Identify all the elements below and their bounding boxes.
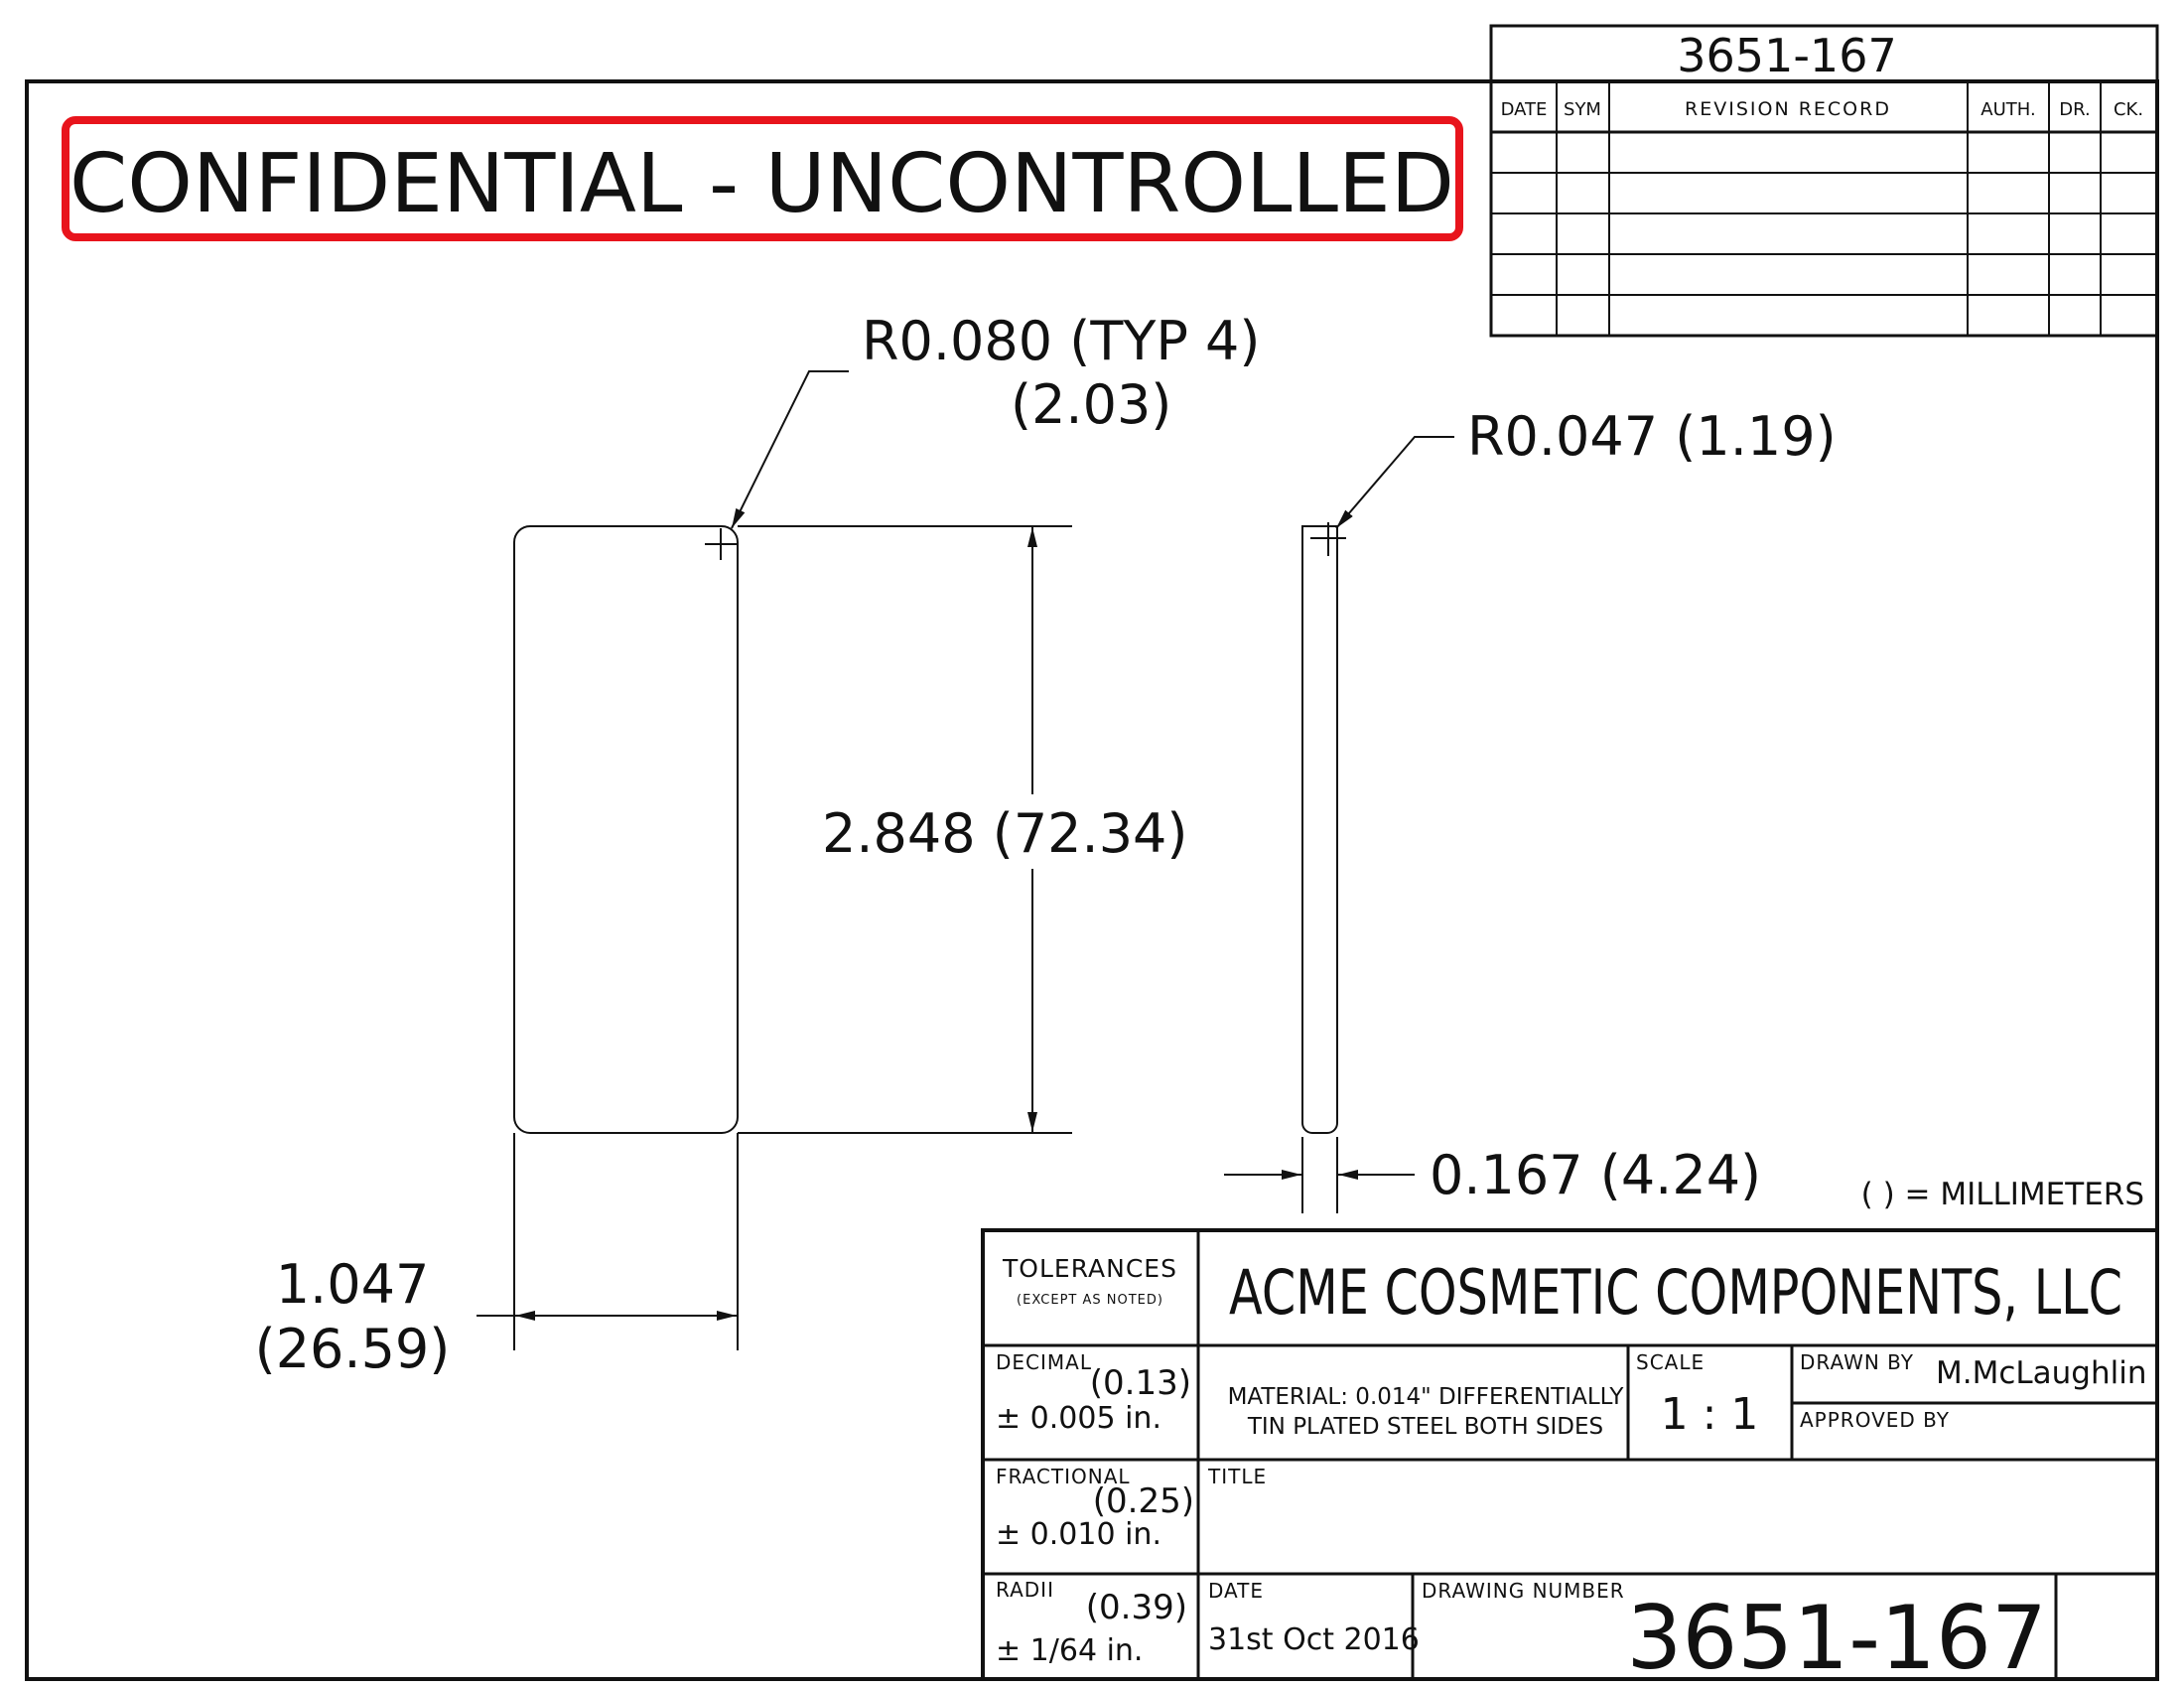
scale-value: 1 : 1	[1661, 1389, 1759, 1440]
rev-header-record: REVISION RECORD	[1685, 98, 1891, 120]
side-radius-label: R0.047 (1.19)	[1467, 405, 1837, 468]
thickness-dimension-label: 0.167 (4.24)	[1430, 1144, 1761, 1206]
side-radius-leader	[1335, 436, 1454, 529]
drawing-number-label: DRAWING NUMBER	[1422, 1579, 1625, 1603]
radii-label: RADII	[996, 1578, 1054, 1602]
material-line-2: TIN PLATED STEEL BOTH SIDES	[1247, 1414, 1603, 1440]
top-drawing-number: 3651-167	[1677, 29, 1896, 82]
rev-header-auth: AUTH.	[1980, 99, 2035, 120]
decimal-mm: (0.13)	[1090, 1363, 1191, 1403]
title-block: TOLERANCES (EXCEPT AS NOTED) ACME COSMET…	[981, 1228, 2159, 1688]
title-label: TITLE	[1207, 1465, 1267, 1488]
tolerances-label: TOLERANCES	[1002, 1254, 1177, 1283]
date-label: DATE	[1208, 1579, 1264, 1603]
drawn-by-label: DRAWN BY	[1800, 1350, 1914, 1374]
radii-mm: (0.39)	[1086, 1588, 1187, 1627]
rev-header-ck: CK.	[2114, 99, 2143, 120]
fractional-mm: (0.25)	[1093, 1481, 1194, 1521]
approved-by-label: APPROVED BY	[1800, 1408, 1950, 1432]
company-name: ACME COSMETIC COMPONENTS, LLC	[1229, 1256, 2122, 1329]
rev-header-sym: SYM	[1564, 99, 1601, 120]
rev-header-date: DATE	[1501, 99, 1548, 120]
scale-label: SCALE	[1636, 1350, 1705, 1374]
revision-table: DATE SYM REVISION RECORD AUTH. DR. CK.	[1489, 79, 2159, 338]
width-dimension-mm-label: (26.59)	[255, 1318, 451, 1380]
part-side-view	[1301, 525, 1338, 1134]
drawing-number: 3651-167	[1626, 1587, 2047, 1688]
except-noted-label: (EXCEPT AS NOTED)	[1017, 1293, 1163, 1308]
top-number-box: 3651-167	[1489, 24, 2159, 83]
date-value: 31st Oct 2016	[1208, 1622, 1420, 1657]
fractional-label: FRACTIONAL	[996, 1465, 1131, 1488]
height-dimension-label: 2.848 (72.34)	[822, 802, 1187, 865]
units-note: ( ) = MILLIMETERS	[1861, 1177, 2144, 1212]
radius-leader	[731, 370, 849, 529]
width-dimension-label: 1.047	[276, 1253, 430, 1316]
drawn-by-value: M.McLaughlin	[1936, 1355, 2147, 1391]
decimal-value: ± 0.005 in.	[996, 1401, 1161, 1436]
corner-radius-label: R0.080 (TYP 4)	[862, 310, 1260, 372]
corner-radius-mm-label: (2.03)	[1011, 373, 1171, 436]
rev-header-dr: DR.	[2059, 99, 2090, 120]
part-front-view	[513, 525, 739, 1134]
fractional-value: ± 0.010 in.	[996, 1517, 1161, 1552]
decimal-label: DECIMAL	[996, 1350, 1092, 1374]
material-line-1: MATERIAL: 0.014" DIFFERENTIALLY	[1228, 1384, 1625, 1410]
confidential-text: CONFIDENTIAL - UNCONTROLLED	[69, 137, 1454, 231]
confidential-stamp: CONFIDENTIAL - UNCONTROLLED	[62, 116, 1463, 241]
radii-value: ± 1/64 in.	[996, 1633, 1143, 1668]
